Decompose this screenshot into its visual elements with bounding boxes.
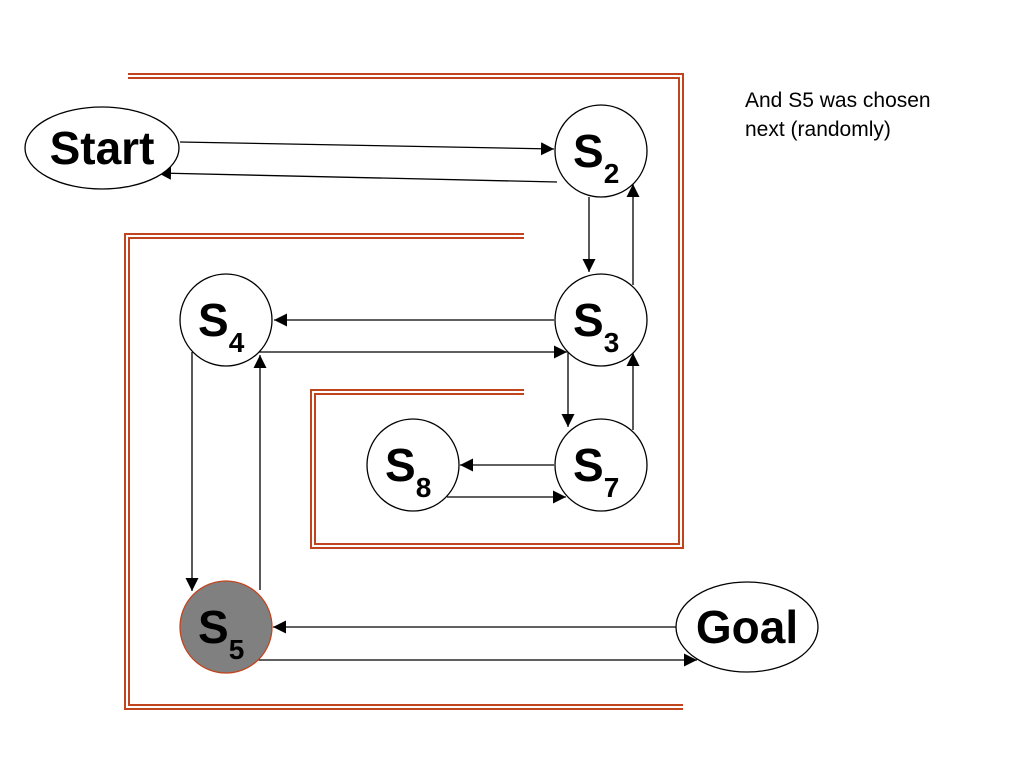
node-s5-label: S5: [198, 601, 244, 665]
lower-wall: [124, 233, 683, 710]
edge-start-to-s2: [179, 141, 555, 156]
outer-wall: [128, 73, 684, 549]
node-s4-label: S4: [198, 294, 245, 358]
node-start-label: Start: [50, 122, 155, 174]
node-goal: Goal: [675, 581, 819, 673]
lower-wall-inner-line: [128, 237, 683, 706]
edges: [157, 141, 697, 667]
node-s5: S5: [179, 580, 273, 674]
node-s2: S2: [554, 104, 648, 198]
node-s2-label: S2: [573, 125, 619, 189]
node-s7-shape: [554, 418, 648, 512]
node-goal-shape: [675, 581, 819, 673]
node-start: Start: [24, 106, 180, 190]
node-start-shape: [24, 106, 180, 190]
node-s8-shape: [366, 418, 460, 512]
node-s3-label: S3: [573, 294, 619, 358]
node-s4: S4: [179, 273, 273, 367]
node-goal-label: Goal: [696, 601, 798, 653]
node-s7: S7: [554, 418, 648, 512]
node-s5-shape: [179, 580, 273, 674]
node-s8: S8: [366, 418, 460, 512]
outer-wall-inner-line: [128, 77, 680, 545]
edge-s2-to-start: [157, 166, 558, 183]
caption-line-1: And S5 was chosen: [745, 89, 931, 112]
node-s4-shape: [179, 273, 273, 367]
caption-text: And S5 was chosen next (randomly): [745, 86, 1015, 144]
node-s3: S3: [554, 273, 648, 367]
node-s8-label: S8: [385, 439, 431, 503]
node-s2-shape: [554, 104, 648, 198]
maze-walls: [124, 73, 684, 710]
node-s7-label: S7: [573, 439, 619, 503]
caption-line-2: next (randomly): [745, 118, 891, 141]
node-s3-shape: [554, 273, 648, 367]
